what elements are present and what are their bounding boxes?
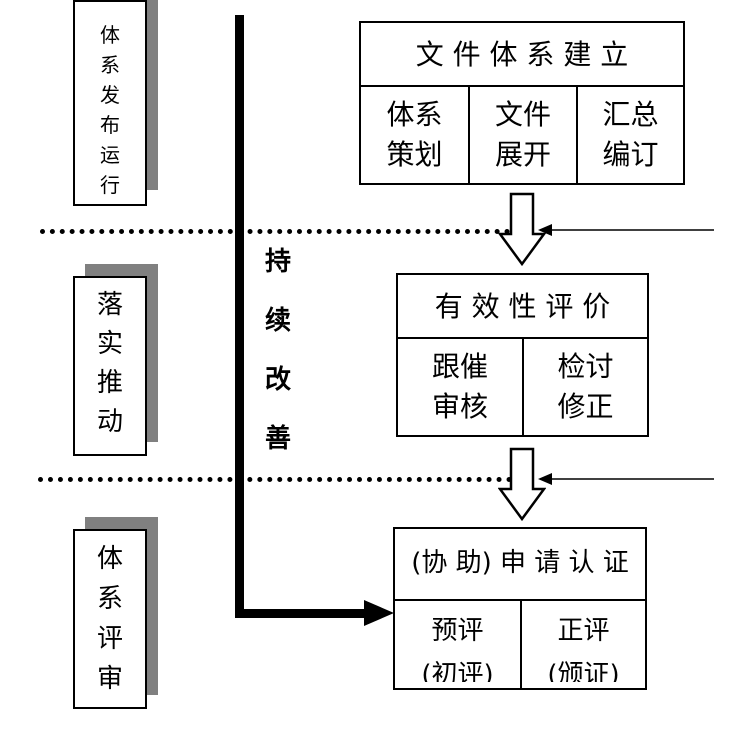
box-effectiveness-title: 有 效 性 评 价 [434,290,611,323]
box-certification-title: (协 助) 申 请 认 证 [411,548,629,578]
stage-audit-char: 系 [96,584,123,614]
cell-line: (颁证) [547,660,620,682]
box-establish-cell: 汇总 编订 [578,95,683,175]
box-certification-col-divider [520,599,522,688]
flow-arrow-down [498,447,546,522]
cell-line: 编订 [602,138,659,171]
box-establish: 文 件 体 系 建 立 体系 策划 文件 展开 汇总 编订 [359,21,685,185]
box-certification-cell: 正评 (颁证) [522,609,645,682]
stage-audit-box: 体 系 评 审 [73,529,147,709]
cell-line: 检讨 [557,350,614,383]
stage-implement-box: 落 实 推 动 [73,276,147,456]
stage-release-char: 布 [100,113,120,137]
stage-audit-char: 评 [96,624,123,654]
cell-line: 跟催 [431,350,488,383]
improvement-label: 持 续 改 善 [258,246,298,482]
box-effectiveness-cell: 跟催 审核 [398,347,522,427]
stage-release-char: 系 [100,53,120,77]
stage-separator-1 [40,229,510,234]
box-establish-col-divider [576,85,578,183]
stage-release-box: 体 系 发 布 运 行 [73,0,147,206]
cell-line: 预评 [431,616,484,646]
cell-line: 正评 [557,616,610,646]
stage-release-char: 行 [100,173,120,197]
improvement-arrowhead [364,600,394,626]
stage-release-label: 体 系 发 布 运 行 [75,20,145,200]
box-certification: (协 助) 申 请 认 证 预评 (初评) 正评 (颁证) [393,527,647,690]
cell-line: 体系 [386,98,443,131]
improvement-char: 改 [264,365,291,395]
stage-release-char: 运 [100,143,120,167]
flow-arrow-down [498,192,546,267]
improvement-char: 续 [264,306,291,336]
improvement-char: 善 [264,424,291,454]
box-establish-col-divider [468,85,470,183]
stage-implement-char: 动 [96,407,123,437]
cell-line: 修正 [557,390,614,423]
stage-implement-char: 落 [96,290,123,320]
cell-line: 文件 [494,98,551,131]
improvement-line-horizontal [235,609,368,618]
stage-implement-char: 推 [96,368,123,398]
cell-line: 审核 [431,390,488,423]
box-certification-cell: 预评 (初评) [395,609,520,682]
improvement-char: 持 [264,247,291,277]
box-establish-cell: 体系 策划 [361,95,468,175]
box-establish-title: 文 件 体 系 建 立 [415,38,629,71]
box-effectiveness-col-divider [522,337,524,435]
box-effectiveness: 有 效 性 评 价 跟催 审核 检讨 修正 [396,273,649,437]
feedback-arrow [538,224,714,236]
box-establish-cell: 文件 展开 [470,95,576,175]
stage-separator-2 [38,477,512,482]
cell-line: 展开 [494,138,551,171]
stage-audit-char: 体 [96,544,123,574]
box-effectiveness-cell: 检讨 修正 [524,347,647,427]
stage-implement-label: 落 实 推 动 [75,286,145,442]
cell-line: 策划 [386,138,443,171]
stage-audit-label: 体 系 评 审 [75,539,145,699]
stage-implement-char: 实 [96,329,123,359]
improvement-line-vertical [235,15,244,618]
box-establish-divider [361,85,683,87]
stage-audit-char: 审 [96,664,123,694]
stage-release-char: 发 [100,83,120,107]
feedback-arrow [538,473,714,485]
stage-release-char: 体 [100,23,120,47]
cell-line: (初评) [421,660,494,682]
cell-line: 汇总 [602,98,659,131]
